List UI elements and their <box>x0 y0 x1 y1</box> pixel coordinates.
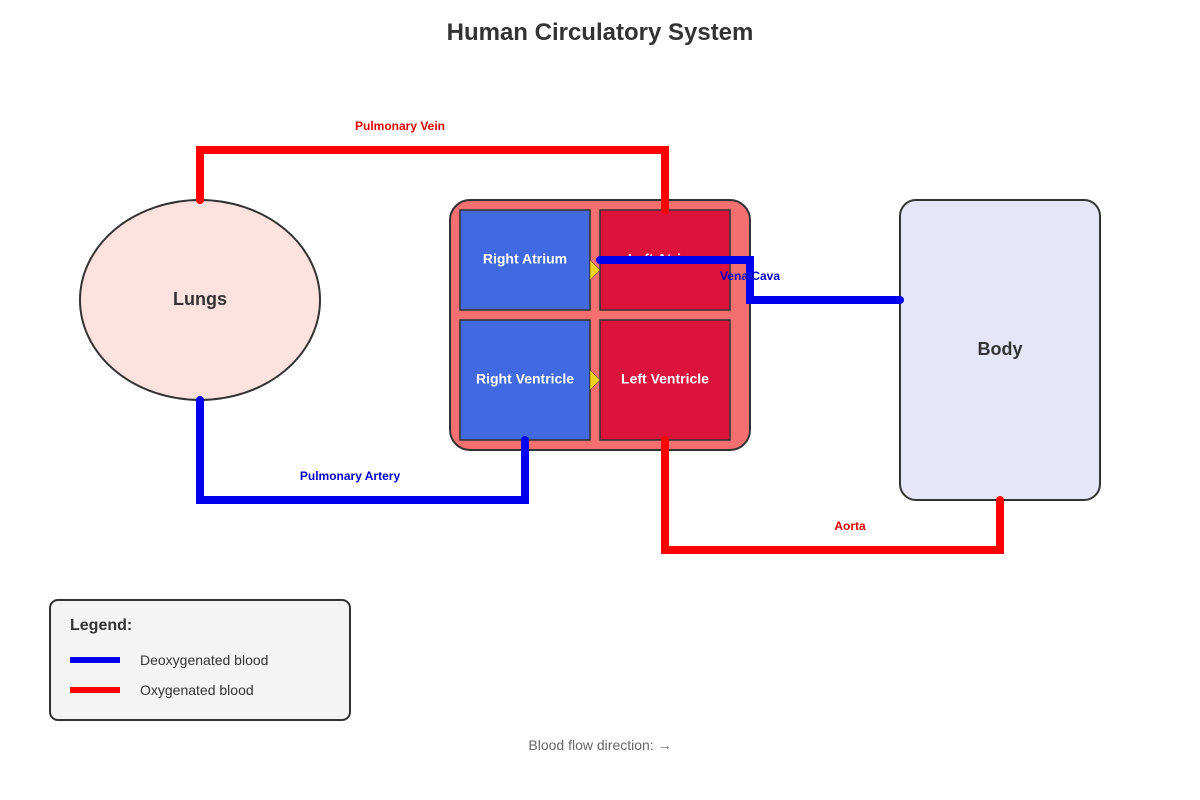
legend-title: Legend: <box>70 617 132 634</box>
vena-cava-start <box>896 296 904 304</box>
legend-box <box>49 599 351 721</box>
atrial-valve-icon <box>589 259 601 281</box>
pulmonary-vein-label: Pulmonary Vein <box>355 119 445 133</box>
pulmonary-vein-path <box>196 146 669 210</box>
pulmonary-artery-start <box>521 436 529 444</box>
pulmonary-artery-end <box>196 396 204 404</box>
aorta-label: Aorta <box>834 519 866 533</box>
ventricular-valve-icon <box>589 369 601 391</box>
pulmonary-artery-label: Pulmonary Artery <box>300 469 401 483</box>
body-organ: Body <box>899 199 1101 501</box>
aorta-start <box>661 436 669 444</box>
pulmonary-artery-path <box>196 400 529 504</box>
vena-cava-path <box>600 256 900 304</box>
heart: Right Atrium Left Atrium Right Ventricle… <box>449 199 751 451</box>
vena-cava-end <box>596 256 604 264</box>
body-label: Body <box>978 339 1023 359</box>
lungs: Lungs <box>79 199 321 401</box>
legend: Legend: Deoxygenated blood Oxygenated bl… <box>49 599 351 721</box>
legend-label-deoxygenated: Deoxygenated blood <box>140 652 268 668</box>
left-ventricle-label: Left Ventricle <box>621 371 709 387</box>
flow-direction-note: Blood flow direction: → <box>528 737 671 753</box>
diagram-title: Human Circulatory System <box>447 19 754 46</box>
vena-cava-label: Vena Cava <box>720 269 780 283</box>
right-ventricle-label: Right Ventricle <box>476 371 574 387</box>
aorta-end <box>996 496 1004 504</box>
right-atrium-label: Right Atrium <box>483 251 567 267</box>
lungs-label: Lungs <box>173 289 227 309</box>
pulmonary-vein-start <box>196 196 204 204</box>
pulmonary-vein-end <box>661 206 669 214</box>
legend-label-oxygenated: Oxygenated blood <box>140 682 254 698</box>
left-ventricle <box>599 319 731 441</box>
aorta-path <box>661 440 1004 554</box>
